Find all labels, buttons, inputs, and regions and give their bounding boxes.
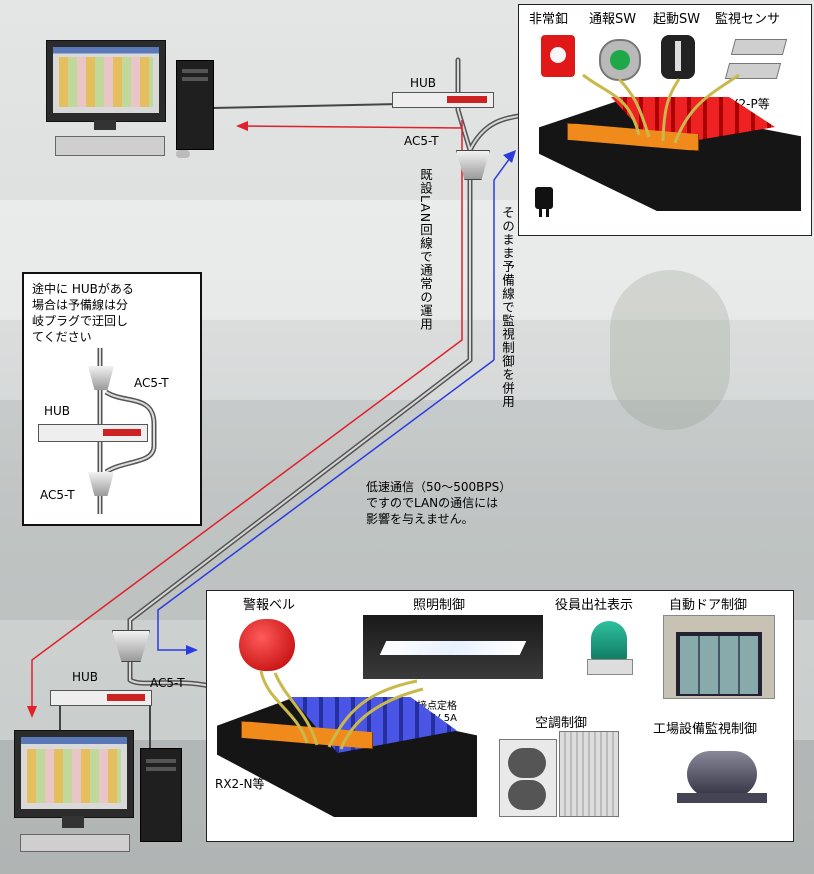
top-pc-monitor: [46, 40, 166, 132]
bottom-panel: 警報ベル 照明制御 役員出社表示 自動ドア制御 空調制御 工場設備監視制御 出力…: [206, 590, 794, 842]
tx2-yellow-wires: [582, 73, 740, 144]
executive-display-icon: [587, 621, 633, 675]
bottom-pc-tower: [140, 748, 182, 842]
inset-note-line2: 場合は予備線は分: [32, 298, 129, 312]
lan-note: 既設LAN回線で通常の運用: [418, 168, 433, 332]
power-plug-icon: [535, 187, 553, 217]
outdoor-unit-2: [559, 731, 619, 817]
bottom-pc-keyboard: [20, 834, 130, 852]
inset-panel: 途中に HUBがある 場合は予備線は分 岐プラグで迂回し てください AC5-T…: [22, 272, 202, 526]
auto-door-image: [663, 615, 775, 699]
inset-ac5t-bottom-label: AC5-T: [40, 488, 75, 502]
ac5t-label-top: AC5-T: [404, 134, 439, 148]
speed-note-line2: ですのでLANの通信には: [366, 496, 499, 510]
label-monitor-sensor: 監視センサ: [715, 12, 781, 27]
factory-motor-image: [677, 745, 773, 805]
monitor-sensor-icon: [730, 39, 788, 55]
emergency-button-icon: [541, 35, 575, 77]
inset-bypass-cable: [97, 348, 157, 514]
ac5t-label-bottom: AC5-T: [150, 676, 185, 690]
bottom-pc-monitor: [14, 730, 134, 830]
inset-hub-icon: [38, 424, 148, 442]
alarm-bell-icon: [239, 619, 295, 671]
label-start-switch: 起動SW: [653, 12, 701, 27]
label-alert-switch: 通報SW: [589, 12, 637, 27]
label-factory-monitoring: 工場設備監視制御: [653, 722, 758, 737]
outdoor-unit-1: [499, 739, 557, 817]
hub-device-top: [392, 92, 494, 108]
inset-note-line3: 岐プラグで迂回し: [32, 314, 129, 328]
mouse: [176, 150, 190, 158]
rx2-label: RX2-N等: [215, 777, 265, 791]
label-auto-door: 自動ドア制御: [669, 598, 748, 613]
rx2-yellow-wires: [259, 671, 424, 750]
label-emergency-button: 非常釦: [529, 12, 569, 27]
hub-label-bottom: HUB: [72, 670, 99, 684]
label-executive-display: 役員出社表示: [555, 598, 634, 613]
top-pc-keyboard: [55, 136, 165, 156]
speed-note-line3: 影響を与えません。: [366, 512, 474, 526]
inset-note-line1: 途中に HUBがある: [32, 282, 134, 296]
spare-note: そのまま予備線で監視制御を併用: [500, 206, 515, 409]
label-alarm-bell: 警報ベル: [243, 598, 296, 613]
inset-note-line4: てください: [32, 330, 92, 344]
top-pc-tower: [176, 60, 214, 150]
label-air-conditioning: 空調制御: [535, 716, 588, 731]
hub-device-bottom: [50, 690, 152, 706]
label-lighting-control: 照明制御: [413, 598, 466, 613]
rating-line1: 出力接点定格: [397, 701, 457, 712]
inset-hub-label: HUB: [44, 404, 71, 418]
start-switch-icon: [661, 35, 695, 79]
inset-ac5t-top-label: AC5-T: [134, 376, 169, 390]
lighting-image: [363, 615, 543, 679]
hub-label-top: HUB: [410, 76, 437, 90]
top-panel: 非常釦 通報SW 起動SW 監視センサ TX2-P等: [518, 4, 812, 236]
speed-note-line1: 低速通信（50～500BPS）: [366, 480, 512, 494]
